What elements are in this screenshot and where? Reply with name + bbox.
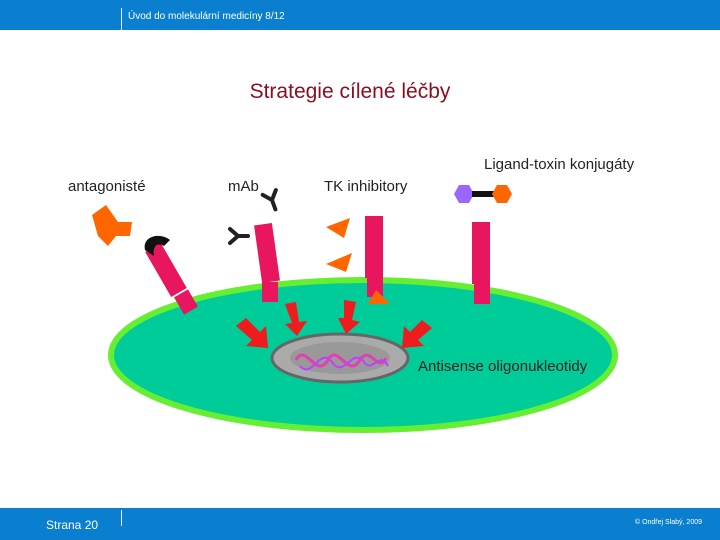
label-mab: mAb <box>228 178 259 195</box>
receptor-3 <box>365 216 383 297</box>
tk-inhibitor-3 <box>368 290 390 304</box>
page-number: Strana 20 <box>46 518 99 532</box>
ligand-linker <box>472 191 494 197</box>
dna-strand <box>294 353 388 368</box>
signal-arrow-3 <box>338 300 360 334</box>
footer-bar <box>0 508 720 540</box>
receptor-4 <box>472 222 490 304</box>
receptor-1 <box>145 242 198 315</box>
slide-title: Strategie cílené léčby <box>249 80 451 103</box>
mab-antibody-1 <box>260 188 278 212</box>
antagonist-cap <box>144 235 170 256</box>
header-bar <box>0 0 720 30</box>
tk-inhibitor-2 <box>326 253 352 272</box>
ligand-hexagon <box>454 185 474 203</box>
signal-arrow-1 <box>236 318 268 348</box>
signal-arrow-4 <box>402 320 432 348</box>
footer-divider <box>121 510 122 526</box>
course-title: Úvod do molekulární medicíny 8/12 <box>128 11 285 22</box>
header-divider <box>121 8 122 30</box>
signal-arrow-2 <box>285 302 307 336</box>
antagonist-molecule <box>92 205 132 246</box>
label-tk-inhibitors: TK inhibitory <box>324 178 408 195</box>
copyright: © Ondřej Slabý, 2009 <box>634 519 702 526</box>
label-antagonists: antagonisté <box>68 178 146 195</box>
dna-strand-2 <box>299 356 389 371</box>
mab-antibody-2 <box>228 227 250 245</box>
toxin-hexagon <box>492 185 512 203</box>
label-ligand-toxin: Ligand-toxin konjugáty <box>484 156 635 173</box>
label-antisense: Antisense oligonukleotidy <box>418 358 588 375</box>
tk-inhibitor-1 <box>326 218 350 238</box>
receptor-2 <box>254 223 280 302</box>
